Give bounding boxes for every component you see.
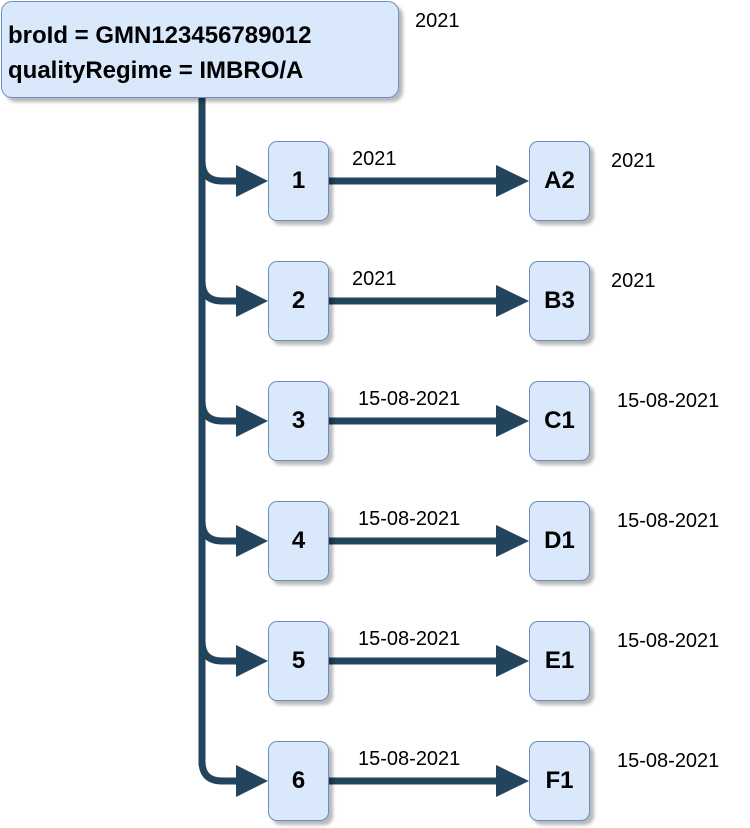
node-4: 4 [268,501,329,581]
node-date-label: 15-08-2021 [617,510,720,532]
branch-arrowhead [236,525,268,557]
edge-date-label: 15-08-2021 [358,748,461,770]
node-5: 5 [268,621,329,701]
node-1: 1 [268,141,329,221]
branch-connector [198,640,238,665]
edge-arrowhead [496,405,529,437]
node-date-label: 15-08-2021 [617,750,720,772]
node-e1: E1 [529,621,590,701]
edge-date-label: 2021 [352,148,397,170]
node-date-label: 15-08-2021 [617,630,720,652]
node-c1: C1 [529,381,590,461]
edge-date-label: 2021 [352,268,397,290]
root-node: broId = GMN123456789012 qualityRegime = … [1,1,399,98]
edge-date-label: 15-08-2021 [358,628,461,650]
branch-arrowhead [236,165,268,197]
edge-arrowhead [496,645,529,677]
node-b3: B3 [529,261,590,341]
root-broid: broId = GMN123456789012 [8,22,312,49]
node-date-label: 2021 [611,150,656,172]
node-date-label: 15-08-2021 [617,390,720,412]
node-d1: D1 [529,501,590,581]
node-6: 6 [268,741,329,821]
branch-arrowhead [236,765,268,797]
branch-arrowhead [236,645,268,677]
branch-arrowhead [236,285,268,317]
branch-connector [198,400,238,425]
edge-arrowhead [496,765,529,797]
node-date-label: 2021 [611,270,656,292]
branch-arrowhead [236,405,268,437]
edge-arrowhead [496,165,529,197]
edge-arrowhead [496,285,529,317]
root-year-label: 2021 [415,10,460,32]
node-3: 3 [268,381,329,461]
edge-date-label: 15-08-2021 [358,388,461,410]
edge-date-label: 15-08-2021 [358,508,461,530]
branch-connector [198,760,238,785]
node-2: 2 [268,261,329,341]
branch-connector [198,280,238,305]
root-quality-regime: qualityRegime = IMBRO/A [8,57,304,84]
node-a2: A2 [529,141,590,221]
branch-connector [198,160,238,185]
edge-arrowhead [496,525,529,557]
branch-connector [198,520,238,545]
node-f1: F1 [529,741,590,821]
